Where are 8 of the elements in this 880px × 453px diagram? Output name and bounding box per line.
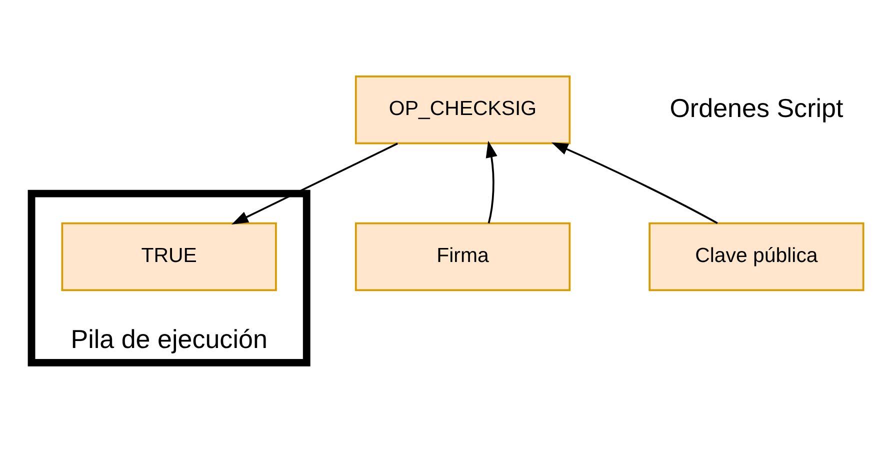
arrow: [551, 142, 718, 224]
node-box: Firma: [354, 222, 571, 291]
node-box: Clave pública: [648, 222, 864, 291]
arrow: [232, 142, 398, 224]
label: Ordenes Script: [670, 92, 844, 122]
node-box: OP_CHECKSIG: [354, 75, 571, 144]
node-box: TRUE: [61, 222, 277, 291]
arrow: [486, 140, 498, 223]
